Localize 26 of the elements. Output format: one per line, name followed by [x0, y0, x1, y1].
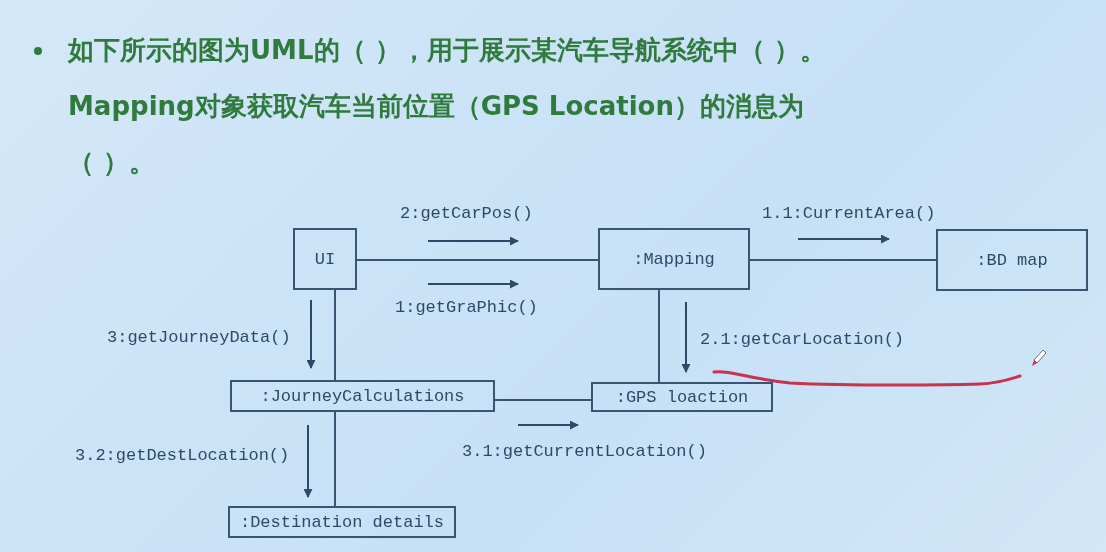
object-box — [230, 380, 495, 412]
link-line — [334, 411, 336, 507]
message-label: 2:getCarPos() — [400, 204, 533, 224]
object-name: :GPS loaction — [615, 387, 749, 407]
message-label: 1.1:CurrentArea() — [762, 204, 936, 224]
object-box — [228, 506, 456, 538]
question-text: 如下所示的图为UML的（ ），用于展示某汽车导航系统中（ ）。Mapping对象获取汽车当前位置（GPS Location）的消息为（ ）。 — [68, 34, 827, 179]
link-line — [494, 399, 592, 401]
link-line — [356, 259, 599, 261]
link-line — [334, 289, 336, 381]
message-label: 3:getJourneyData() — [107, 328, 291, 348]
link-line — [749, 259, 937, 261]
object-name: UI — [314, 249, 336, 269]
object-box — [293, 228, 357, 290]
message-label: 3.2:getDestLocation() — [75, 446, 290, 466]
object-box — [591, 382, 773, 412]
object-box — [598, 228, 750, 290]
object-name: :Mapping — [633, 249, 715, 269]
object-box — [936, 229, 1088, 291]
object-name: :BD map — [976, 250, 1048, 270]
message-label: 3.1:getCurrentLocation() — [462, 442, 707, 462]
link-line — [658, 289, 660, 383]
object-name: :Destination details — [239, 512, 444, 532]
object-name: :JourneyCalculations — [260, 386, 465, 406]
message-label: 1:getGraPhic() — [395, 298, 538, 318]
message-label: 2.1:getCarLocation() — [700, 330, 905, 350]
